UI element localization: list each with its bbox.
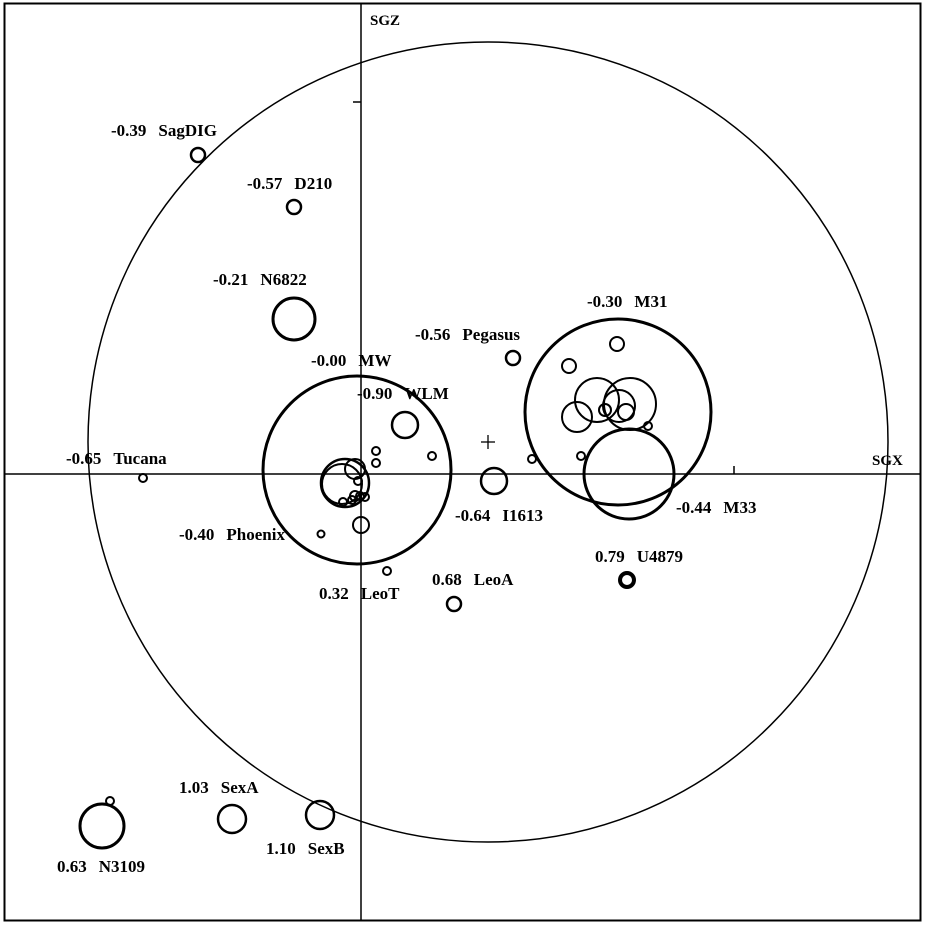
- mw-satellite-circle: [338, 497, 348, 507]
- galaxy-label-tucana: -0.65 Tucana: [66, 449, 167, 468]
- phoenix-marker: [316, 529, 326, 539]
- sexb-marker: [304, 799, 336, 831]
- m31-satellite-circle: [574, 377, 620, 423]
- i1613-marker: [479, 466, 509, 496]
- galaxy-name: N3109: [99, 857, 145, 876]
- u4879-marker: [618, 571, 636, 589]
- sagdig-marker: [189, 146, 207, 164]
- leoa-marker: [445, 595, 463, 613]
- galaxy-label-d210: -0.57 D210: [247, 174, 332, 193]
- sexa-marker: [216, 803, 248, 835]
- galaxy-label-phoenix: -0.40 Phoenix: [179, 525, 285, 544]
- mw-satellite-circle: [352, 516, 370, 534]
- galaxy-value: -0.21: [213, 270, 248, 289]
- plot-frame: [3, 2, 922, 922]
- mw-satellite-circle: [360, 492, 370, 502]
- galaxy-name: LeoT: [361, 584, 400, 603]
- galaxy-label-sexa: 1.03 SexA: [179, 778, 259, 797]
- mw-satellite-circle: [427, 451, 437, 461]
- milky-way-group: [261, 374, 453, 566]
- galaxy-label-i1613: -0.64 I1613: [455, 506, 543, 525]
- mw-satellite-circle: [371, 446, 381, 456]
- m31-halo-circle: [523, 317, 713, 507]
- pegasus-marker: [504, 349, 522, 367]
- galaxy-name: WLM: [404, 384, 448, 403]
- m31-satellite-circle: [598, 403, 612, 417]
- wlm-marker: [390, 410, 420, 440]
- galaxy-value: -0.57: [247, 174, 283, 193]
- galaxy-label-m31: -0.30 M31: [587, 292, 667, 311]
- m31-satellite-circle: [561, 358, 577, 374]
- m31-satellite-circle: [576, 451, 586, 461]
- galaxy-label-n6822: -0.21 N6822: [213, 270, 307, 289]
- m31-satellite-circle: [617, 403, 635, 421]
- mw-satellite-circle: [347, 495, 357, 505]
- galaxy-value: 0.68: [432, 570, 462, 589]
- n3109-satellite-marker: [105, 796, 115, 806]
- galaxy-value: -0.44: [676, 498, 712, 517]
- galaxy-value: -0.64: [455, 506, 491, 525]
- mw-halo-circle: [261, 374, 453, 566]
- galaxy-name: Phoenix: [226, 525, 285, 544]
- m31-group: [523, 317, 713, 521]
- galaxy-value: -0.00: [311, 351, 346, 370]
- galaxy-label-pegasus: -0.56 Pegasus: [415, 325, 520, 344]
- galaxy-value: -0.30: [587, 292, 622, 311]
- galaxy-value: 1.10: [266, 839, 296, 858]
- galaxy-value: 0.63: [57, 857, 87, 876]
- m31-satellite-circle: [527, 454, 537, 464]
- m31-satellite-circle: [643, 421, 653, 431]
- galaxy-label-wlm: -0.90 WLM: [357, 384, 449, 403]
- galaxy-label-leoa: 0.68 LeoA: [432, 570, 514, 589]
- galaxy-name: MW: [358, 351, 391, 370]
- m33-circle: [582, 427, 676, 521]
- mw-satellite-circle: [355, 491, 365, 501]
- galaxy-name: LeoA: [474, 570, 514, 589]
- barycentre-cross-marker: [481, 435, 495, 449]
- sgz-axis-label: SGZ: [370, 13, 400, 29]
- n3109-marker: [78, 802, 126, 850]
- mw-satellite-circle: [371, 458, 381, 468]
- m31-satellite-circle: [602, 389, 636, 423]
- galaxy-name: Tucana: [113, 449, 167, 468]
- galaxy-value: 0.79: [595, 547, 625, 566]
- tucana-marker: [138, 473, 148, 483]
- galaxy-name: M33: [723, 498, 756, 517]
- leot-marker: [382, 566, 392, 576]
- mw-satellite-circle: [353, 476, 363, 486]
- galaxy-label-u4879: 0.79 U4879: [595, 547, 683, 566]
- galaxy-name: M31: [634, 292, 667, 311]
- galaxy-label-sexb: 1.10 SexB: [266, 839, 345, 858]
- galaxy-label-n3109: 0.63 N3109: [57, 857, 145, 876]
- galaxy-markers: [78, 146, 636, 850]
- galaxy-value: -0.40: [179, 525, 214, 544]
- galaxy-name: Pegasus: [462, 325, 520, 344]
- galaxy-name: D210: [294, 174, 332, 193]
- galaxy-label-mw: -0.00 MW: [311, 351, 391, 370]
- m31-satellite-circle: [561, 401, 593, 433]
- galaxy-name: SagDIG: [158, 121, 217, 140]
- outer-boundary-circle: [87, 41, 889, 843]
- mw-inner-circle: [319, 457, 371, 509]
- galaxy-name: I1613: [502, 506, 543, 525]
- galaxy-name: U4879: [637, 547, 683, 566]
- galaxy-value: 0.32: [319, 584, 349, 603]
- galaxy-label-sagdig: -0.39 SagDIG: [111, 121, 217, 140]
- galaxy-name: SexA: [221, 778, 260, 797]
- m31-satellite-circle: [609, 336, 625, 352]
- galaxy-value: -0.56: [415, 325, 450, 344]
- galaxy-value: -0.39: [111, 121, 146, 140]
- galaxy-labels: -0.39 SagDIG -0.57 D210 -0.21 N6822 -0.00 MW…: [57, 121, 756, 876]
- n6822-marker: [271, 296, 317, 342]
- galaxy-name: N6822: [260, 270, 306, 289]
- galaxy-value: 1.03: [179, 778, 209, 797]
- galaxy-name: SexB: [308, 839, 345, 858]
- galaxy-value: -0.65: [66, 449, 101, 468]
- d210-marker: [285, 198, 303, 216]
- galaxy-value: -0.90: [357, 384, 392, 403]
- galaxy-label-leot: 0.32 LeoT: [319, 584, 400, 603]
- galaxy-label-m33: -0.44 M33: [676, 498, 756, 517]
